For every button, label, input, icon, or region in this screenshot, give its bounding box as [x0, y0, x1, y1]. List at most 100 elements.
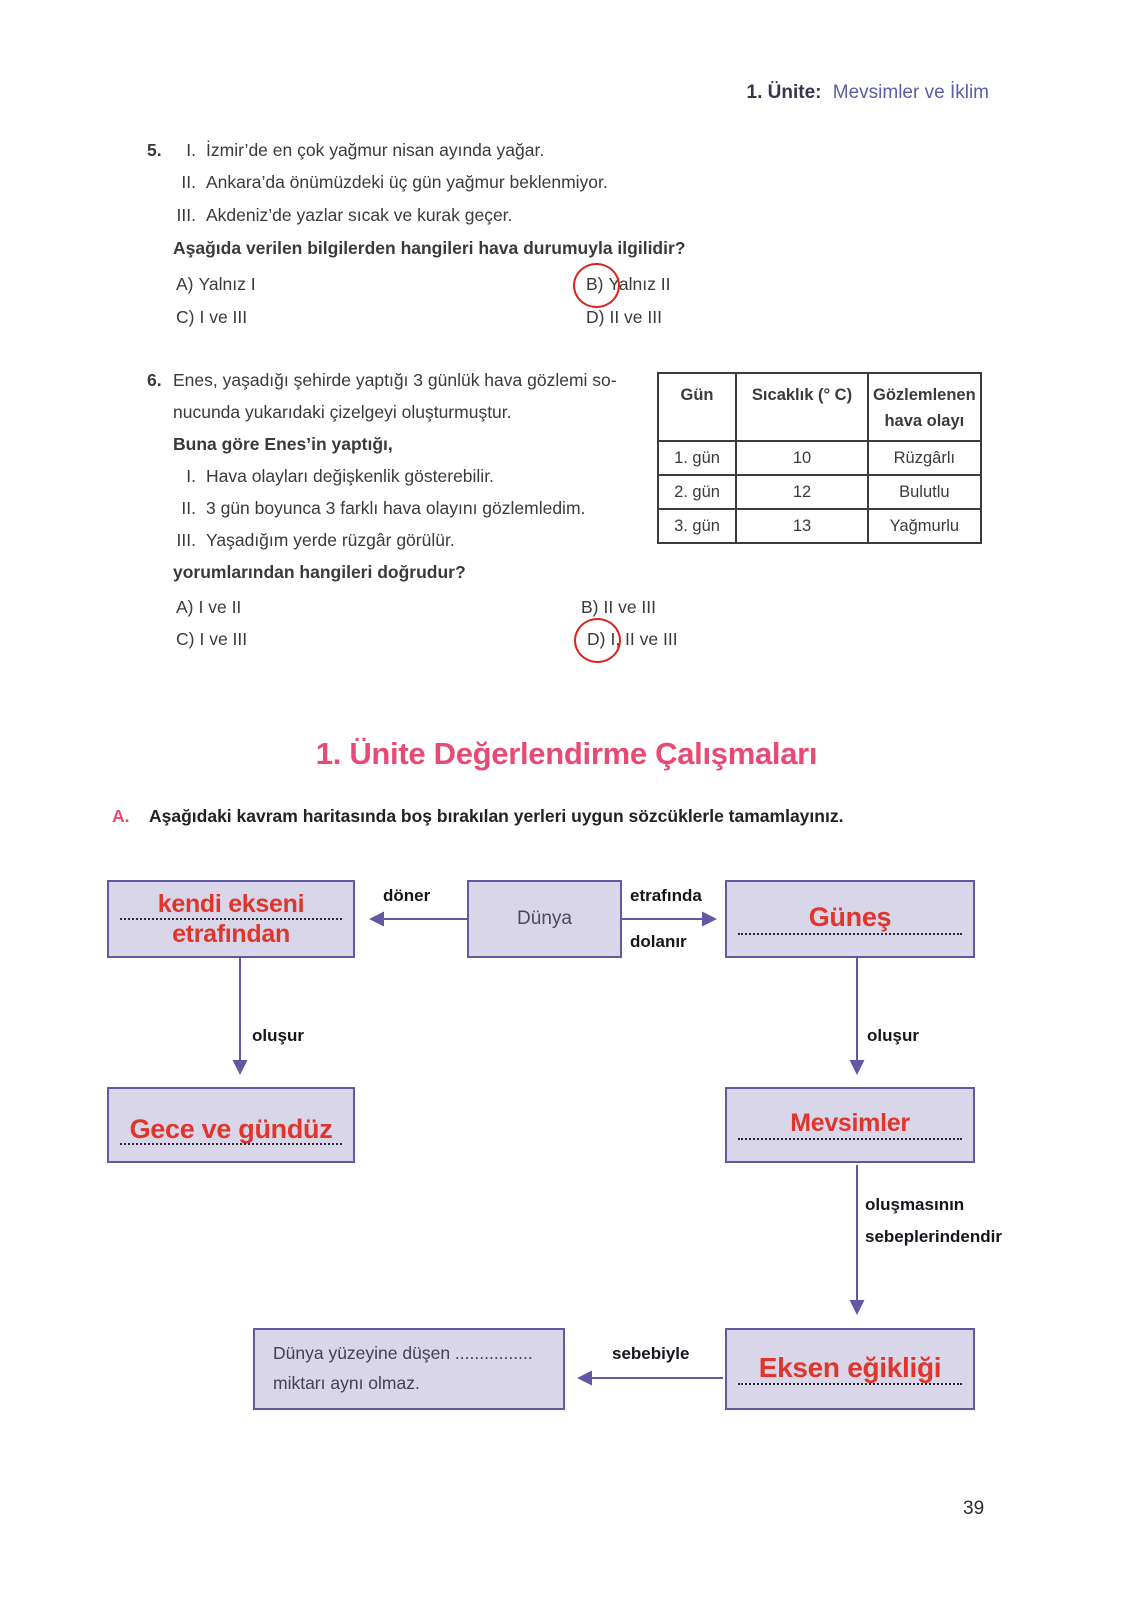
label-forms-left: oluşur	[252, 1026, 304, 1045]
q5-option-d-label: D)	[586, 307, 605, 327]
seasons-answer: Mevsimler	[790, 1108, 910, 1137]
day-night-answer: Gece ve gündüz	[129, 1113, 333, 1144]
sun-answer-box: Güneş	[725, 880, 975, 958]
table-row: 2. gün 12 Bulutlu	[657, 474, 982, 510]
q6-item-3-numeral: III.	[176, 530, 196, 550]
table-cell: 3. gün	[657, 508, 737, 544]
table-cell: Bulutlu	[867, 474, 982, 510]
label-forms-right: oluşur	[867, 1026, 919, 1045]
q6-option-d: D)I, II ve III	[574, 618, 678, 663]
q6-item-2: II. 3 gün boyunca 3 farklı hava olayını …	[160, 498, 585, 519]
q6-item-2-numeral: II.	[181, 498, 196, 518]
q5-option-a: A)Yalnız I	[176, 274, 256, 295]
q5-option-c: C)I ve III	[176, 307, 247, 328]
q5-option-a-label: A)	[176, 274, 194, 294]
q5-item-3: III. Akdeniz’de yazlar sıcak ve kurak ge…	[160, 205, 513, 226]
q5-item-2: II. Ankara’da önümüzdeki üç gün yağmur b…	[160, 172, 608, 193]
label-around: etrafında	[630, 886, 702, 905]
table-row: 3. gün 13 Yağmurlu	[657, 508, 982, 544]
q6-item-3-text: Yaşadığım yerde rüzgâr görülür.	[206, 530, 455, 550]
answer-dotted-line	[738, 1138, 962, 1141]
q6-option-c-label: C)	[176, 629, 195, 649]
label-rotates: döner	[383, 886, 431, 905]
table-row: 1. gün 10 Rüzgârlı	[657, 440, 982, 476]
q6-number: 6.	[147, 370, 162, 390]
q6-option-a: A)I ve II	[176, 597, 241, 618]
q6-item-1-text: Hava olayları değişkenlik gösterebilir.	[206, 466, 494, 486]
q5-item-1-numeral: I.	[186, 140, 196, 160]
q6-item-1: I. Hava olayları değişkenlik gösterebili…	[160, 466, 494, 487]
table-header-weather-event: Gözlemlenen hava olayı	[867, 372, 982, 442]
axial-tilt-answer-box: Eksen eğikliği	[725, 1328, 975, 1410]
table-cell: 13	[735, 508, 869, 544]
answer-dotted-line	[119, 1143, 343, 1146]
q5-option-b: B)Yalnız II	[573, 263, 671, 308]
unit-label: 1. Ünite:	[746, 82, 822, 103]
q6-option-b-label: B)	[581, 597, 599, 617]
label-because-of: sebebiyle	[612, 1344, 690, 1363]
table-cell: 1. gün	[657, 440, 737, 476]
q6-lead: Buna göre Enes’in yaptığı,	[173, 434, 393, 454]
q6-option-b: B)II ve III	[581, 597, 656, 618]
q5-option-d: D)II ve III	[586, 307, 662, 328]
q5-option-c-text: I ve III	[199, 307, 248, 327]
world-box-label: Dünya	[517, 908, 572, 929]
day-night-answer-box: Gece ve gündüz	[107, 1087, 355, 1163]
observation-table: Gün Sıcaklık (° C) Gözlemlenen hava olay…	[657, 372, 982, 544]
q6-stem-line-1: Enes, yaşadığı şehirde yaptığı 3 günlük …	[173, 370, 617, 390]
sunlight-box-line1: Dünya yüzeyine düşen ................	[273, 1343, 533, 1364]
q5-question: Aşağıda verilen bilgilerden hangileri ha…	[173, 238, 686, 258]
page-number: 39	[963, 1498, 985, 1519]
axial-tilt-answer: Eksen eğikliği	[758, 1351, 942, 1383]
axis-answer-box: kendi ekseni etrafından	[107, 880, 355, 958]
q6-option-c: C)I ve III	[176, 629, 247, 650]
label-cause-line2: sebeplerindendir	[865, 1227, 1002, 1246]
instruction-text: Aşağıdaki kavram haritasında boş bırakıl…	[149, 806, 844, 826]
label-cause-line1: oluşmasının	[865, 1195, 965, 1214]
page-header: 1. Ünite: Mevsimler ve İklim	[747, 82, 989, 104]
q5-number: 5.	[147, 140, 162, 160]
sun-answer: Güneş	[808, 902, 892, 933]
q5-option-b-text: Yalnız II	[608, 274, 671, 294]
q6-question: yorumlarından hangileri doğrudur?	[173, 562, 466, 582]
answer-dotted-line	[738, 932, 962, 935]
q6-option-b-text: II ve III	[603, 597, 657, 617]
q6-option-a-label: A)	[176, 597, 194, 617]
q5-item-2-numeral: II.	[181, 172, 196, 192]
table-header-temperature: Sıcaklık (° C)	[735, 372, 869, 442]
q5-item-3-text: Akdeniz’de yazlar sıcak ve kurak geçer.	[206, 205, 513, 225]
q5-option-d-text: II ve III	[609, 307, 662, 327]
answer-dotted-line	[119, 918, 343, 920]
q6-item-3: III. Yaşadığım yerde rüzgâr görülür.	[160, 530, 455, 551]
q5-item-3-numeral: III.	[176, 205, 196, 225]
q6-item-1-numeral: I.	[186, 466, 196, 486]
table-header-day: Gün	[657, 372, 737, 442]
table-cell: 12	[735, 474, 869, 510]
answer-dotted-line	[738, 1383, 962, 1386]
q5-option-b-label: B)	[573, 263, 620, 308]
q5-option-a-text: Yalnız I	[198, 274, 256, 294]
table-cell: Rüzgârlı	[867, 440, 982, 476]
sunlight-box-line2: miktarı aynı olmaz.	[273, 1373, 420, 1393]
label-orbits: dolanır	[630, 932, 687, 951]
q6-answer-circle	[574, 618, 621, 663]
world-box: Dünya	[467, 880, 622, 958]
instruction-letter: A.	[112, 806, 130, 826]
q5-item-2-text: Ankara’da önümüzdeki üç gün yağmur bekle…	[206, 172, 608, 192]
q6-option-c-text: I ve III	[199, 629, 248, 649]
sunlight-amount-box: Dünya yüzeyine düşen ................ mi…	[253, 1328, 565, 1410]
q5-item-1-text: İzmir’de en çok yağmur nisan ayında yağa…	[206, 140, 545, 160]
q5-answer-circle	[573, 263, 620, 308]
q6-option-d-label: D)	[574, 618, 621, 663]
seasons-answer-box: Mevsimler	[725, 1087, 975, 1163]
axis-answer-line2: etrafından	[172, 920, 290, 948]
table-cell: 2. gün	[657, 474, 737, 510]
q6-stem-line-2: nucunda yukarıdaki çizelgeyi oluşturmuşt…	[173, 402, 512, 422]
table-cell: 10	[735, 440, 869, 476]
q6-option-a-text: I ve II	[198, 597, 242, 617]
section-title: 1. Ünite Değerlendirme Çalışmaları	[315, 736, 818, 771]
q6-option-d-text: I, II ve III	[610, 629, 678, 649]
table-header-row: Gün Sıcaklık (° C) Gözlemlenen hava olay…	[657, 372, 982, 442]
table-cell: Yağmurlu	[867, 508, 982, 544]
